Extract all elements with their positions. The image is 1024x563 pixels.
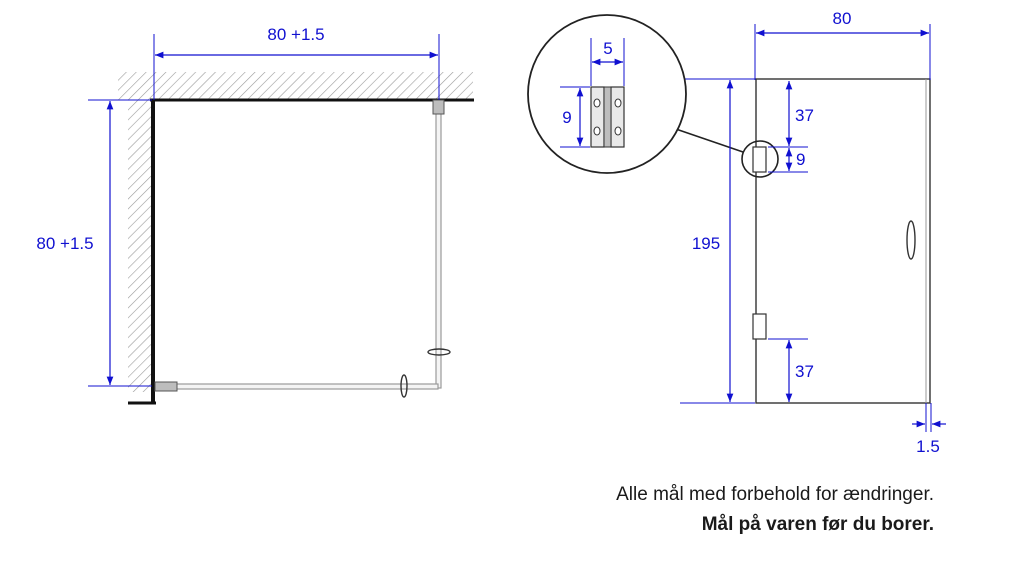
bottom-hinge [752,313,767,340]
plan-depth-label: 80 +1.5 [36,234,93,253]
screw-hole-icon [593,98,601,108]
screw-hole-icon [593,126,601,136]
screw-hole-icon [614,98,622,108]
elev-height-label: 195 [692,234,720,253]
gap-label: 1.5 [916,437,940,456]
hinge-detail: 5 9 [527,14,687,174]
hinge-callout-circle [741,140,779,178]
wall-hatch-top [118,72,473,100]
plan-width-label: 80 +1.5 [267,25,324,44]
plan-view: 80 +1.5 80 +1.5 [36,25,474,405]
bottom-hinge-offset-label: 37 [795,362,814,381]
glass-panel-right [435,109,442,389]
wall-profile-top [432,99,445,115]
elev-width-label: 80 [833,9,852,28]
wall-profile-bottom [154,381,178,392]
hinge-knuckle [603,86,612,148]
top-hinge [752,146,767,173]
door-panel [755,78,931,404]
door-handle-icon [906,220,916,260]
hinge-height-label: 9 [796,150,805,169]
screw-hole-icon [614,126,622,136]
glass-panel-bottom [175,383,439,390]
elevation-view: 80 195 37 9 37 1.5 [669,9,946,456]
disclaimer-note: Alle mål med forbehold for ændringer. [616,484,934,505]
wall-hatch-left [128,100,152,392]
detail-height-label: 9 [562,108,571,127]
top-hinge-offset-label: 37 [795,106,814,125]
detail-width-label: 5 [603,39,612,58]
drill-warning-note: Mål på varen før du borer. [701,514,934,535]
hinge-plate-left [590,86,605,148]
handle-bottom-icon [400,374,408,398]
hinge-plate-right [610,86,625,148]
handle-right-icon [427,348,451,356]
hinge-callout-leader [669,126,744,153]
